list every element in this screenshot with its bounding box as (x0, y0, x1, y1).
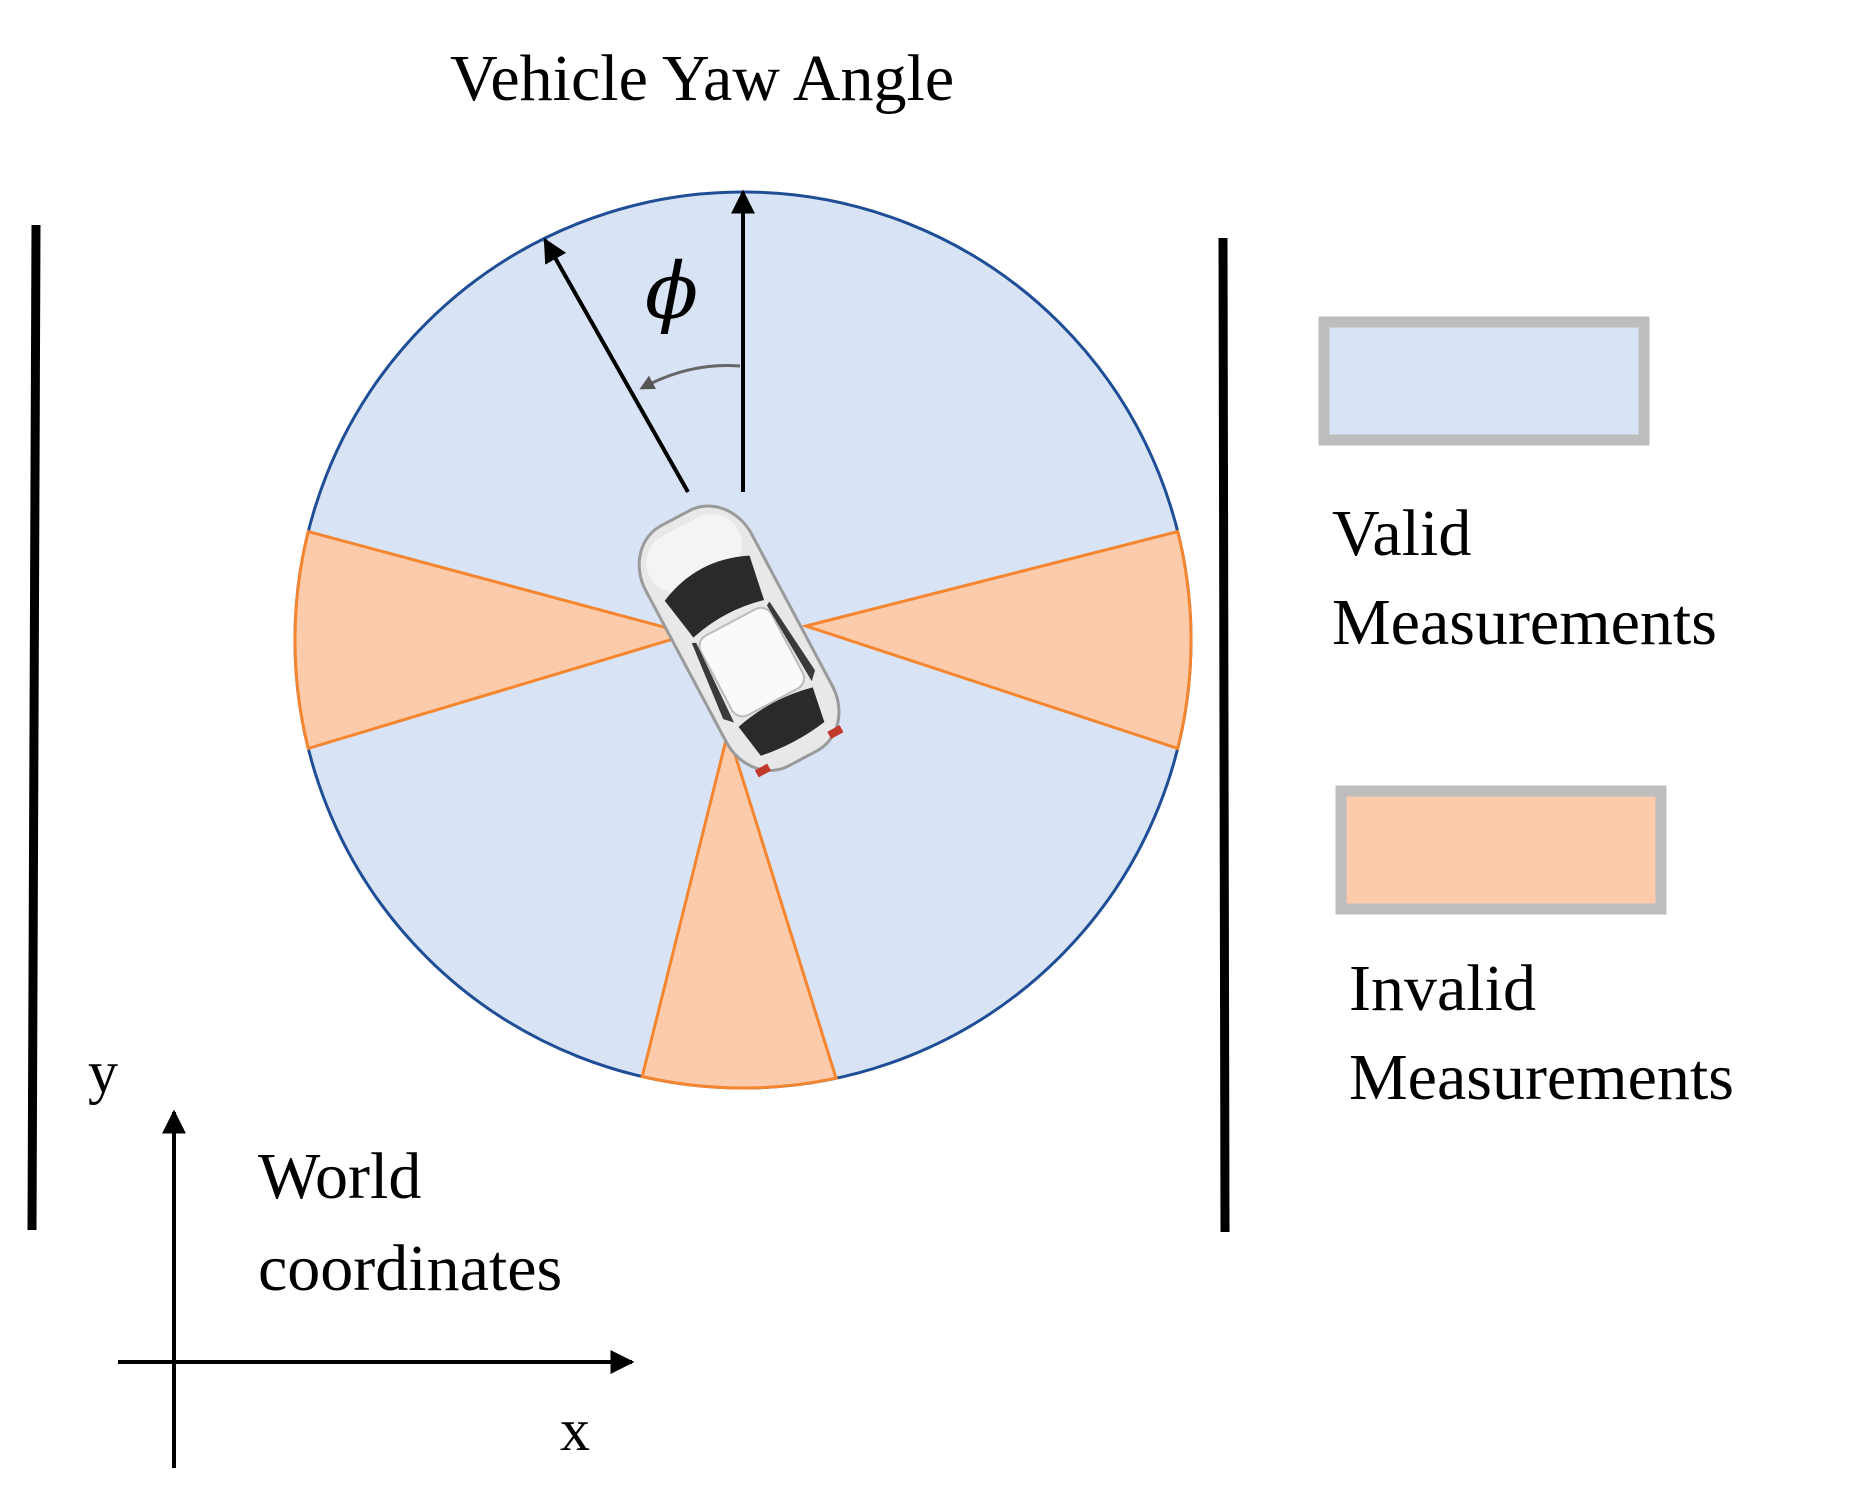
yaw-angle-symbol: ϕ (645, 247, 698, 337)
legend-invalid-label-line2: Measurements (1349, 1041, 1734, 1114)
diagram-title: Vehicle Yaw Angle (450, 42, 954, 115)
world-coordinates-label-line1: World (258, 1140, 421, 1213)
car-icon (637, 504, 844, 778)
yaw-angle-arc-arrow (639, 364, 741, 390)
left-boundary-line (27, 224, 41, 1231)
vehicle-heading-arrow (543, 237, 690, 493)
world-coordinates-label-line2: coordinates (258, 1232, 562, 1305)
legend-invalid-label-line1: Invalid (1349, 952, 1536, 1025)
invalid-sector-right (800, 529, 1193, 751)
invalid-sector-left (293, 529, 696, 751)
world-y-label: y (88, 1039, 118, 1105)
right-boundary-line (1218, 237, 1230, 1233)
legend-invalid-swatch (1335, 785, 1667, 915)
invalid-sector-bottom (640, 726, 839, 1090)
world-x-label: x (560, 1397, 590, 1463)
legend-valid-label-line2: Measurements (1332, 586, 1717, 659)
legend-valid-label-line1: Valid (1332, 497, 1471, 570)
legend-valid-swatch (1318, 316, 1650, 446)
